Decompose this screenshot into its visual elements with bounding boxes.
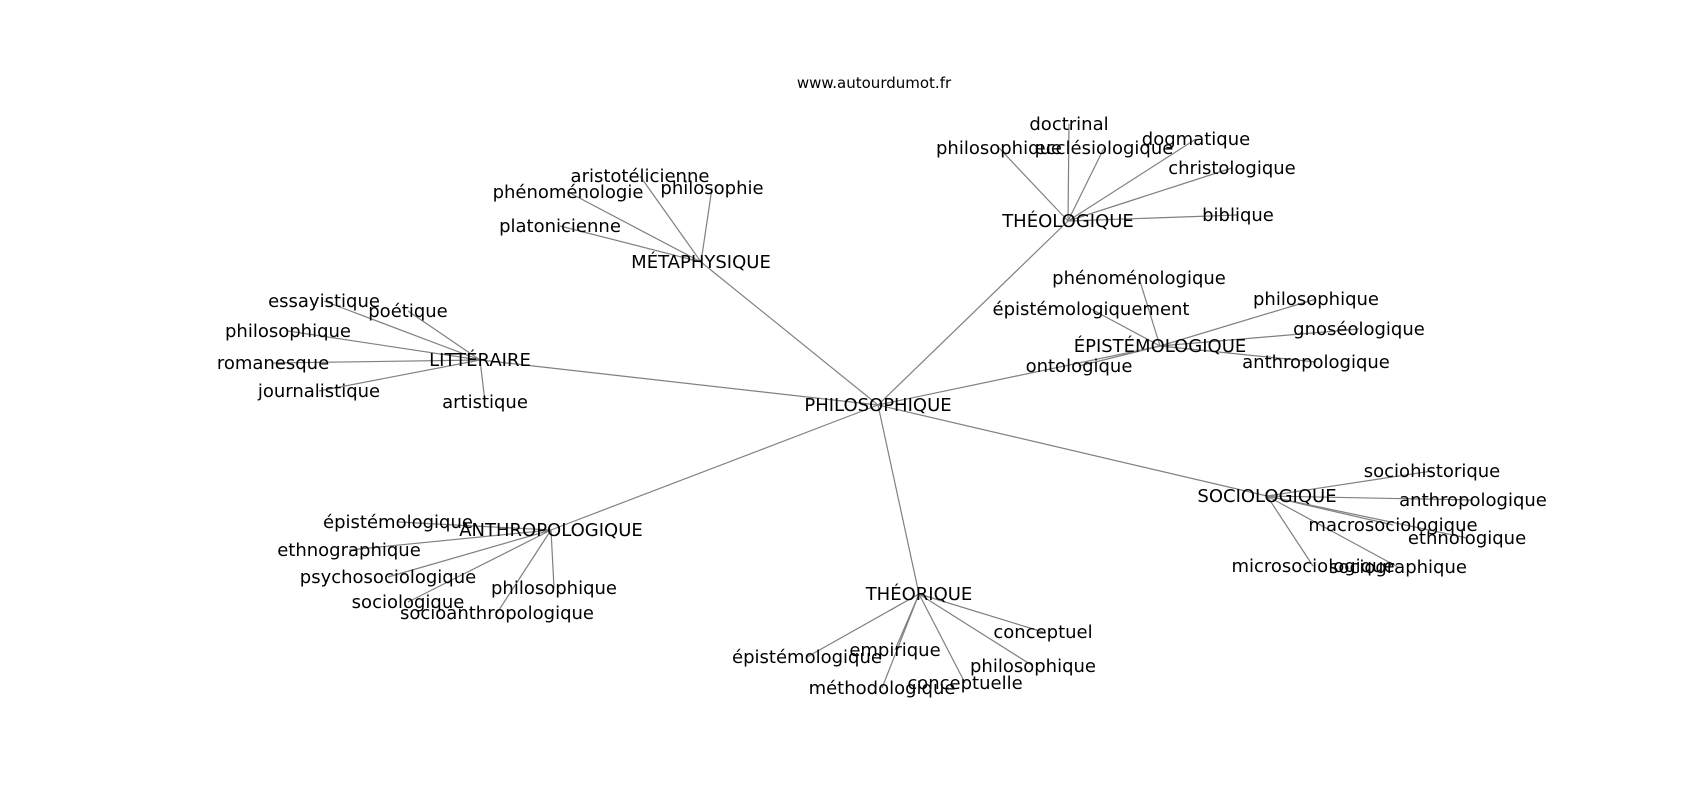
edge-theorique-methodologique [881, 593, 920, 689]
leaf-node-phenomenologique: phénoménologique [1052, 268, 1226, 289]
edge-epistemologique-ontologique [1078, 345, 1161, 367]
site-credit: www.autourdumot.fr [797, 74, 952, 92]
edge-epistemologique-philosophique [1159, 298, 1317, 347]
leaf-node-ecclesiologique: ecclésiologique [1035, 138, 1174, 159]
leaf-node-ethnologique: ethnologique [1408, 528, 1526, 549]
leaf-node-empirique: empirique [849, 640, 940, 661]
edge-theologique-doctrinal [1067, 123, 1070, 222]
cluster-node-metaphysique: MÉTAPHYSIQUE [631, 251, 771, 273]
leaf-node-dogmatique: dogmatique [1142, 129, 1250, 150]
leaf-node-phenomenologie: phénoménologie [493, 182, 644, 203]
edge-litteraire-essayistique [323, 300, 481, 361]
leaf-node-macrosociologique: macrosociologique [1308, 515, 1477, 536]
edge-metaphysique-platonicienne [559, 225, 702, 263]
leaf-node-anthropologique: anthropologique [1399, 490, 1547, 511]
edge-metaphysique-philosophie [700, 187, 713, 263]
edge-anthropologique-socioanthropologique [496, 529, 552, 614]
graph-labels: PHILOSOPHIQUE MÉTAPHYSIQUE aristotélicienn… [217, 114, 1547, 699]
leaf-node-ethnographique: ethnographique [277, 540, 421, 561]
leaf-node-philosophie: philosophie [660, 178, 763, 199]
leaf-node-doctrinal: doctrinal [1029, 114, 1108, 135]
leaf-node-sociohistorique: sociohistorique [1364, 461, 1500, 482]
edge-litteraire-poetique [407, 310, 481, 361]
edge-anthropologique-epistemologique [397, 521, 552, 531]
edge-sociologique-sociohistorique [1266, 470, 1433, 497]
edge-theologique-philosophique [998, 147, 1069, 222]
edge-sociologique-anthropologique [1266, 495, 1474, 501]
leaf-node-christologique: christologique [1168, 158, 1296, 179]
edge-epistemologique-phenomenologique [1138, 277, 1161, 347]
graph-edges [272, 123, 1474, 689]
edge-anthropologique-psychosociologique [387, 529, 552, 578]
leaf-node-romanesque: romanesque [217, 353, 329, 374]
cluster-node-theologique: THÉOLOGIQUE [1001, 210, 1134, 232]
leaf-node-conceptuel: conceptuel [993, 622, 1092, 643]
edge-anthropologique-sociologique [407, 529, 552, 603]
edge-root-litteraire [479, 359, 879, 406]
leaf-node-essayistique: essayistique [268, 291, 380, 312]
edge-metaphysique-phenomenologie [567, 191, 702, 263]
cluster-node-anthropologique: ANTHROPOLOGIQUE [459, 520, 643, 541]
edge-root-theorique [877, 404, 920, 595]
leaf-node-journalistique: journalistique [257, 381, 380, 402]
leaf-node-microsociologique: microsociologique [1231, 556, 1394, 577]
edge-root-metaphysique [700, 261, 879, 406]
leaf-node-gnoseologique: gnoséologique [1293, 319, 1425, 340]
leaf-node-epistemologiquement: épistémologiquement [993, 299, 1190, 320]
edge-theologique-ecclesiologique [1067, 147, 1105, 222]
edge-theologique-christologique [1067, 167, 1233, 222]
edge-anthropologique-philosophique [550, 529, 555, 589]
leaf-node-biblique: biblique [1202, 205, 1274, 226]
cluster-node-theorique: THÉORIQUE [865, 583, 973, 605]
edge-litteraire-journalistique [318, 359, 481, 392]
edge-epistemologique-anthropologique [1159, 345, 1317, 363]
leaf-node-psychosociologique: psychosociologique [300, 567, 476, 588]
leaf-node-socioanthropologique: socioanthropologique [400, 603, 594, 624]
edge-theologique-biblique [1067, 214, 1239, 222]
leaf-node-platonicienne: platonicienne [499, 216, 621, 237]
leaf-node-ontologique: ontologique [1026, 356, 1133, 377]
edge-root-theologique [877, 220, 1069, 406]
edge-theorique-conceptuel [918, 593, 1044, 633]
edge-root-epistemologique [877, 345, 1161, 406]
edge-litteraire-philosophique [287, 330, 481, 361]
leaf-node-epistemologique: épistémologique [323, 512, 473, 533]
leaf-node-philosophique: philosophique [491, 578, 617, 599]
edge-sociologique-microsociologique [1266, 495, 1314, 567]
cluster-node-epistemologique: ÉPISTÉMOLOGIQUE [1074, 335, 1247, 357]
leaf-node-philosophique: philosophique [225, 321, 351, 342]
edge-theorique-conceptuelle [918, 593, 966, 684]
leaf-node-artistique: artistique [442, 392, 528, 413]
leaf-node-conceptuelle: conceptuelle [907, 673, 1022, 694]
leaf-node-epistemologique: épistémologique [732, 647, 882, 668]
leaf-node-philosophique: philosophique [970, 656, 1096, 677]
edge-litteraire-romanesque [272, 359, 481, 364]
leaf-node-methodologique: méthodologique [809, 678, 956, 699]
edge-epistemologique-epistemologiquement [1090, 308, 1161, 347]
leaf-node-aristotelicienne: aristotélicienne [571, 166, 710, 187]
leaf-node-sociologique: sociologique [352, 592, 465, 613]
root-node-label: PHILOSOPHIQUE [804, 395, 951, 416]
edge-theologique-dogmatique [1067, 138, 1197, 222]
leaf-node-philosophique: philosophique [936, 138, 1062, 159]
edge-sociologique-ethnologique [1266, 495, 1468, 539]
cluster-node-litteraire: LITTÉRAIRE [429, 349, 531, 371]
edge-root-anthropologique [550, 404, 879, 531]
edge-theorique-epistemologique [806, 593, 920, 658]
edge-root-sociologique [877, 404, 1268, 497]
edge-epistemologique-gnoseologique [1159, 328, 1360, 347]
edge-anthropologique-ethnographique [348, 529, 552, 551]
leaf-node-sociographique: sociographique [1329, 557, 1467, 578]
edge-litteraire-artistique [479, 359, 486, 403]
edge-metaphysique-aristotelicienne [639, 175, 702, 263]
leaf-node-anthropologique: anthropologique [1242, 352, 1390, 373]
cluster-node-sociologique: SOCIOLOGIQUE [1197, 486, 1336, 507]
leaf-node-poetique: poétique [368, 301, 447, 322]
edge-theorique-philosophique [918, 593, 1034, 667]
leaf-node-philosophique: philosophique [1253, 289, 1379, 310]
edge-sociologique-sociographique [1266, 495, 1399, 568]
